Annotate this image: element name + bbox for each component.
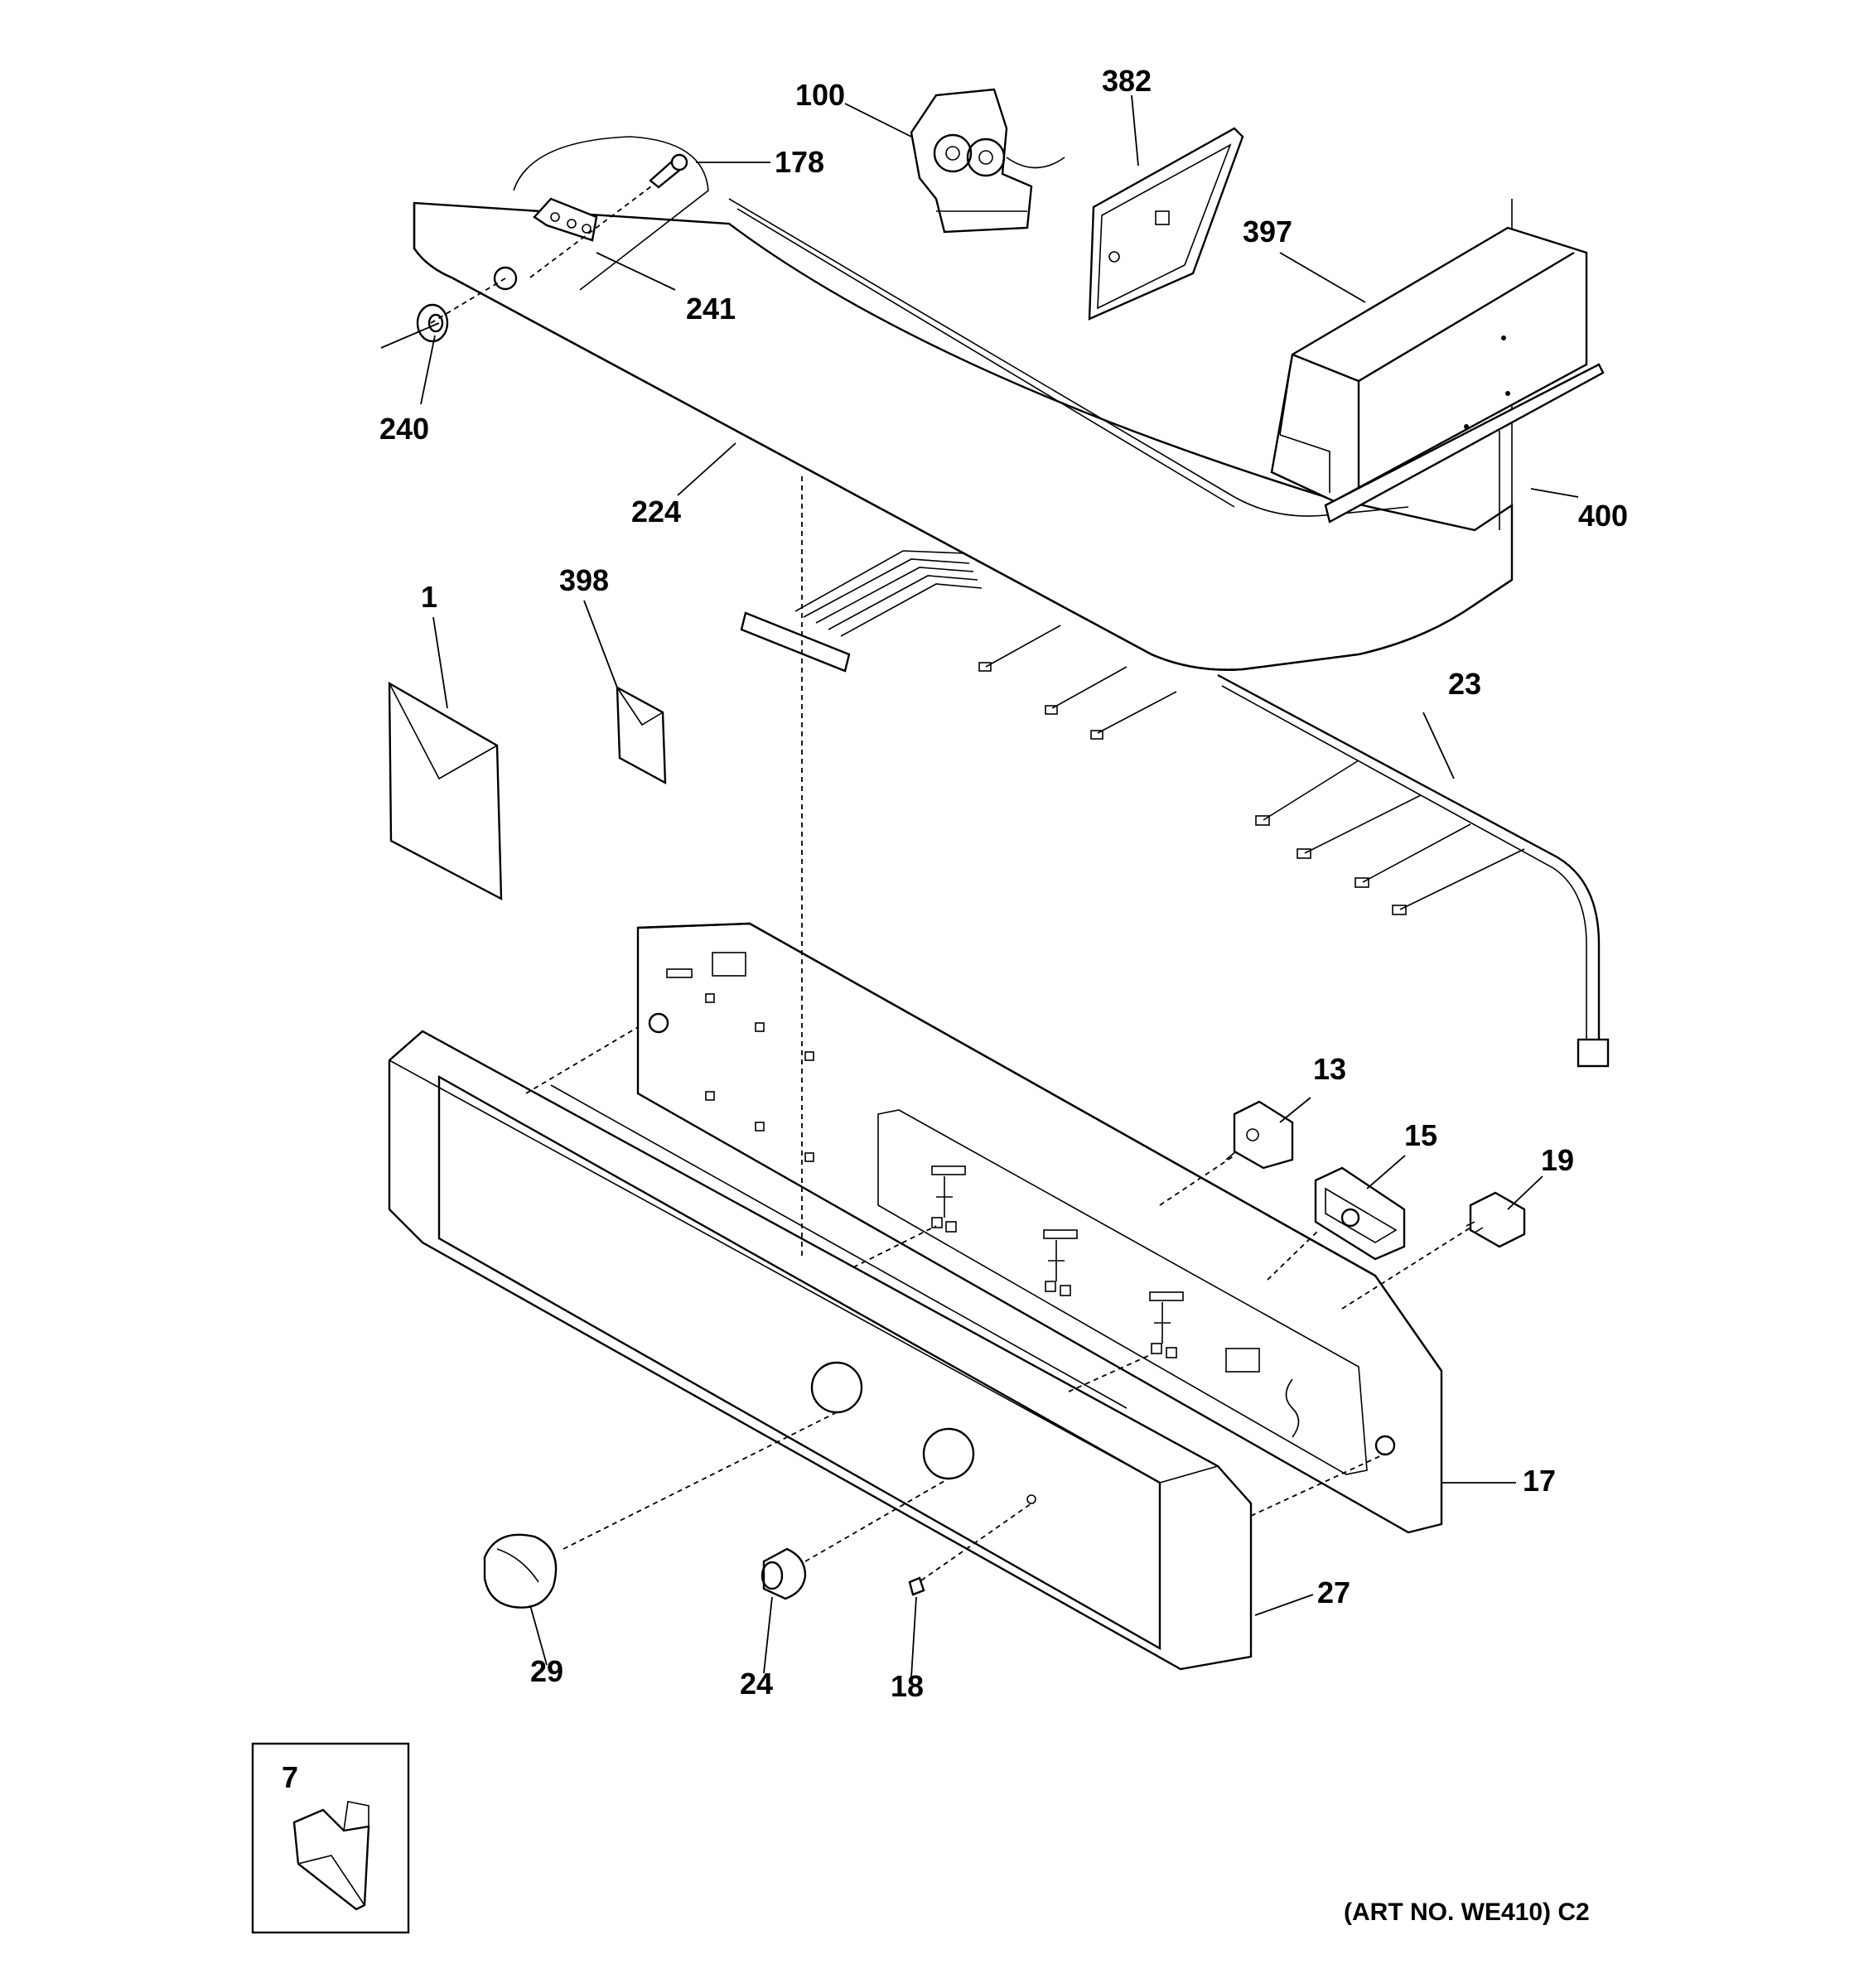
slider-slot-1: [931, 1165, 966, 1233]
callout-7: 7: [282, 1760, 298, 1794]
part-1-envelope[interactable]: [388, 681, 503, 901]
callout-29: 29: [530, 1654, 563, 1688]
part-27-front-fascia[interactable]: [388, 1030, 1253, 1671]
callout-24: 24: [740, 1667, 773, 1701]
slider-slot-3: [1149, 1291, 1184, 1358]
part-15-rotary-switch[interactable]: [1314, 1166, 1406, 1261]
callout-241: 241: [686, 292, 736, 326]
slider-slot-2: [1043, 1229, 1078, 1296]
part-7-inset-box[interactable]: [251, 1742, 410, 1934]
part-398-small-envelope[interactable]: [616, 685, 667, 785]
loose-wire-leads: [978, 625, 1177, 740]
callout-400: 400: [1578, 499, 1628, 533]
callout-240: 240: [379, 412, 429, 446]
callout-27: 27: [1317, 1575, 1350, 1609]
callout-19: 19: [1541, 1143, 1574, 1177]
part-18-indicator[interactable]: [908, 1576, 925, 1596]
callout-397: 397: [1243, 215, 1292, 248]
part-397-housing-box[interactable]: [1270, 226, 1588, 503]
part-29-knob[interactable]: [483, 1533, 558, 1609]
callout-17: 17: [1523, 1464, 1556, 1498]
callout-15: 15: [1404, 1118, 1437, 1152]
part-400-base-plate[interactable]: [1324, 363, 1605, 524]
part-178-screw[interactable]: [649, 153, 688, 189]
callout-100: 100: [795, 78, 845, 112]
part-23-wire-harness[interactable]: [1217, 673, 1610, 1068]
callout-398: 398: [559, 563, 609, 597]
callout-382: 382: [1102, 64, 1152, 98]
callout-labels: 100 382 178 397 241 240 224 400 1 398 23…: [282, 64, 1628, 1926]
assembly-dashed-lines: [430, 183, 1471, 1581]
part-100-motor-assembly[interactable]: [910, 88, 1065, 234]
callout-1: 1: [421, 580, 437, 614]
callout-178: 178: [775, 145, 824, 179]
callout-18: 18: [891, 1669, 924, 1703]
part-24-knob-insert[interactable]: [761, 1547, 807, 1600]
callout-leader-lines: [380, 94, 1579, 1678]
art-number-label: (ART NO. WE410) C2: [1344, 1899, 1590, 1926]
part-240-grommet[interactable]: [416, 303, 449, 343]
callout-13: 13: [1313, 1052, 1346, 1086]
callout-23: 23: [1448, 667, 1481, 701]
callout-224: 224: [631, 495, 681, 528]
harness-connector[interactable]: [740, 550, 983, 673]
part-13-switch[interactable]: [1225, 1100, 1294, 1170]
detail-bubble-outline: [513, 136, 709, 291]
part-17-control-panel[interactable]: [636, 922, 1443, 1534]
part-241-bracket[interactable]: [533, 197, 598, 242]
part-382-plate[interactable]: [1088, 127, 1244, 321]
